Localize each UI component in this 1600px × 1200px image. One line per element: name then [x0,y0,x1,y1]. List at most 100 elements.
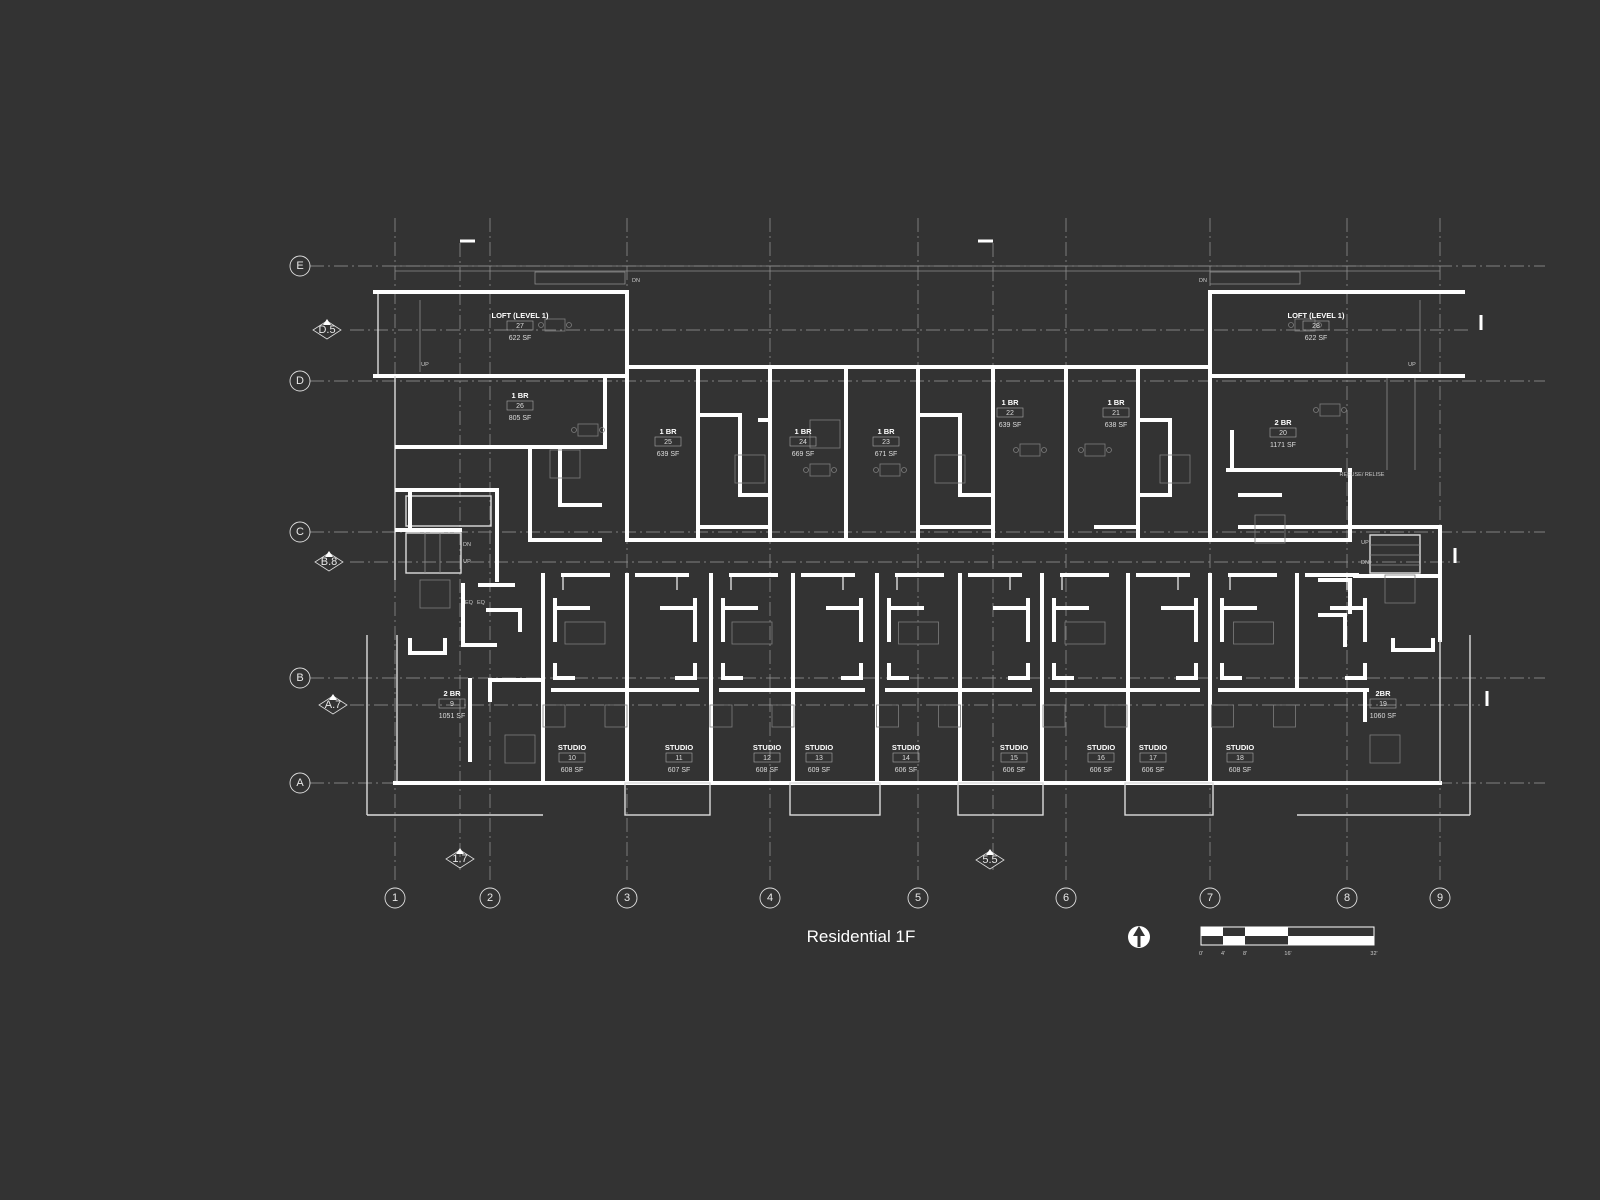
section-marker-A.7: A.7 [318,694,348,715]
grid-bubble-col-9: 9 [1429,887,1451,909]
unit-label-28: LOFT (LEVEL 1) 28 622 SF [1288,311,1345,342]
svg-text:11: 11 [675,755,682,762]
svg-text:24: 24 [799,439,807,446]
svg-text:C: C [296,526,304,538]
eq-label-2: EQ [477,600,486,606]
grid-bubble-col-1: 1 [384,887,406,909]
scale-label-16: 16' [1284,951,1291,957]
dn-label-right: DN [1199,278,1207,284]
grid-bubble-col-4: 4 [759,887,781,909]
grid-bubble-row-D: D [289,370,311,392]
svg-text:606 SF: 606 SF [1090,767,1113,774]
svg-text:9: 9 [1437,892,1443,904]
svg-text:14: 14 [902,755,910,762]
svg-text:638 SF: 638 SF [1105,422,1128,429]
svg-text:608 SF: 608 SF [561,767,584,774]
svg-text:17: 17 [1149,755,1157,762]
grid-bubble-col-8: 8 [1336,887,1358,909]
svg-text:622 SF: 622 SF [509,335,532,342]
stair-up-right: UP [1361,540,1369,546]
svg-text:608 SF: 608 SF [756,767,779,774]
svg-text:21: 21 [1112,410,1120,417]
svg-text:669 SF: 669 SF [792,451,815,458]
stair-dn-left: DN [463,542,471,548]
svg-text:805 SF: 805 SF [509,415,532,422]
svg-text:STUDIO: STUDIO [558,743,587,752]
svg-text:27: 27 [516,323,524,330]
unit-label-21: 1 BR 21 638 SF [1102,398,1130,429]
svg-text:609 SF: 609 SF [808,767,831,774]
svg-text:D: D [296,375,304,387]
svg-text:25: 25 [664,439,672,446]
svg-text:1 BR: 1 BR [1001,398,1019,407]
svg-text:STUDIO: STUDIO [1139,743,1168,752]
svg-text:1 BR: 1 BR [794,427,812,436]
svg-text:19: 19 [1379,701,1387,708]
eq-label-1: EQ [465,600,474,606]
svg-text:D.5: D.5 [318,324,335,336]
svg-text:622 SF: 622 SF [1305,335,1328,342]
svg-text:1 BR: 1 BR [877,427,895,436]
svg-text:671 SF: 671 SF [875,451,898,458]
svg-text:1 BR: 1 BR [1107,398,1125,407]
svg-text:16: 16 [1097,755,1105,762]
svg-text:1.7: 1.7 [452,853,467,865]
section-marker-1.7: 1.7 [445,848,475,869]
svg-text:B.8: B.8 [321,556,338,568]
svg-text:1051 SF: 1051 SF [439,713,465,720]
svg-text:2 BR: 2 BR [443,689,461,698]
svg-text:5: 5 [915,892,921,904]
dn-label-left: DN [632,278,640,284]
svg-text:606 SF: 606 SF [1142,767,1165,774]
stair-dn-right: DN [1361,560,1369,566]
svg-text:20: 20 [1279,430,1287,437]
svg-text:607 SF: 607 SF [668,767,691,774]
scale-label-0: 0' [1199,951,1203,957]
svg-text:608 SF: 608 SF [1229,767,1252,774]
svg-text:STUDIO: STUDIO [805,743,834,752]
svg-text:STUDIO: STUDIO [753,743,782,752]
up-label-left: UP [421,362,429,368]
svg-text:A: A [296,777,304,789]
section-marker-B.8: B.8 [314,551,344,572]
svg-text:10: 10 [568,755,576,762]
svg-text:LOFT (LEVEL 1): LOFT (LEVEL 1) [1288,311,1345,320]
svg-text:606 SF: 606 SF [1003,767,1026,774]
unit-label-17: STUDIO 17 606 SF [1139,743,1168,774]
svg-text:STUDIO: STUDIO [1087,743,1116,752]
svg-text:8: 8 [1344,892,1350,904]
grid-bubble-row-A: A [289,772,311,794]
svg-text:7: 7 [1207,892,1213,904]
refuse-label: REFUSE/ RELISE [1340,472,1385,478]
svg-text:2 BR: 2 BR [1274,418,1292,427]
svg-text:4: 4 [767,892,773,904]
svg-text:STUDIO: STUDIO [1000,743,1029,752]
svg-text:1 BR: 1 BR [659,427,677,436]
svg-text:26: 26 [516,403,524,410]
grid-bubble-row-E: E [289,255,311,277]
grid-bubble-col-2: 2 [479,887,501,909]
svg-text:LOFT (LEVEL 1): LOFT (LEVEL 1) [492,311,549,320]
scale-bar: 0' 4' 8' 16' 32' [1199,926,1378,957]
grid-bubble-col-6: 6 [1055,887,1077,909]
grid-bubble-row-C: C [289,521,311,543]
unit-label-20: 2 BR 20 1171 SF [1269,418,1297,449]
grid-bubble-col-3: 3 [616,887,638,909]
svg-text:12: 12 [763,755,771,762]
svg-text:1171 SF: 1171 SF [1270,442,1296,449]
svg-text:E: E [296,260,303,272]
svg-text:6: 6 [1063,892,1069,904]
svg-text:28: 28 [1312,323,1320,330]
svg-text:606 SF: 606 SF [895,767,918,774]
